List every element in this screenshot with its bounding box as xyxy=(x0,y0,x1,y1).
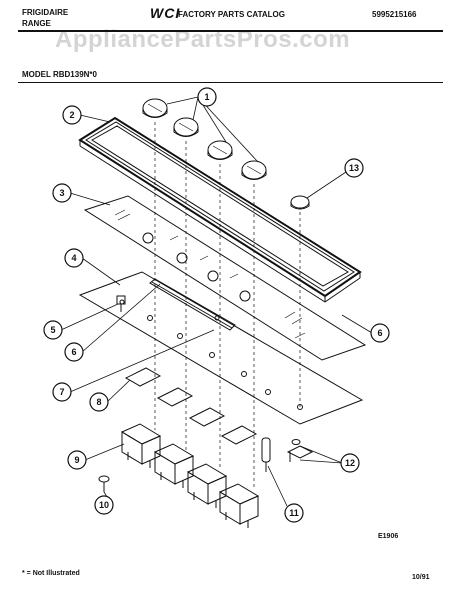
callout-9: 9 xyxy=(74,455,79,465)
brand-name: FRIGIDAIRE xyxy=(22,8,69,17)
model-number: MODEL RBD139N*0 xyxy=(22,70,97,79)
callout-circles xyxy=(43,87,390,523)
infinite-switches xyxy=(120,423,260,528)
callout-leaders xyxy=(60,96,373,507)
callout-6-right: 6 xyxy=(377,328,382,338)
product-type: RANGE xyxy=(22,19,51,28)
callout-numbers: 1 2 3 4 5 6 6 7 8 9 10 11 12 13 xyxy=(50,92,382,518)
header-rule xyxy=(18,30,443,32)
terminal-block xyxy=(286,439,314,462)
revision-date: 10/91 xyxy=(412,574,430,581)
mounting-clip xyxy=(116,295,126,312)
callout-4: 4 xyxy=(71,253,76,263)
callout-7: 7 xyxy=(59,387,64,397)
control-panel-backing xyxy=(78,271,364,425)
callout-8: 8 xyxy=(96,397,101,407)
callout-2: 2 xyxy=(69,110,74,120)
footnote: * = Not Illustrated xyxy=(22,570,80,577)
callout-11: 11 xyxy=(289,508,299,518)
callout-5: 5 xyxy=(50,325,55,335)
bracket-strip xyxy=(149,278,236,331)
callout-3: 3 xyxy=(59,188,64,198)
callout-10: 10 xyxy=(99,500,109,510)
indicator-cap xyxy=(290,195,310,210)
control-panel-frame xyxy=(78,116,362,303)
control-knobs xyxy=(142,98,267,180)
signal-light xyxy=(261,437,271,472)
callout-6-left: 6 xyxy=(71,347,76,357)
screw xyxy=(98,475,110,492)
catalog-number: 5995215166 xyxy=(372,10,417,19)
wci-logo: WCI xyxy=(150,5,181,21)
figure-code: E1906 xyxy=(378,533,399,540)
model-rule xyxy=(18,82,443,83)
callout-12: 12 xyxy=(345,458,355,468)
catalog-title: FACTORY PARTS CATALOG xyxy=(178,10,285,19)
callout-1: 1 xyxy=(204,92,209,102)
control-panel-overlay xyxy=(83,195,367,361)
callout-13: 13 xyxy=(349,163,359,173)
switch-gaskets xyxy=(124,367,258,445)
assembly-guide-lines xyxy=(154,122,301,490)
